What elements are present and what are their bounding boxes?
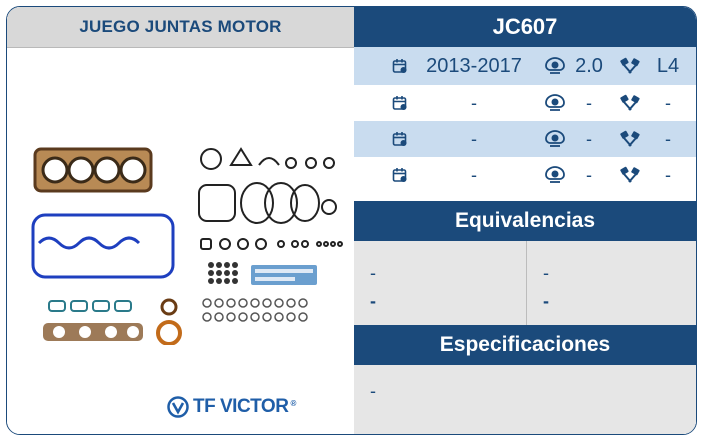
equivalencias-panel: - - - - — [354, 241, 696, 325]
especificaciones-text: - — [370, 381, 376, 401]
valve-cover-gasket — [31, 213, 175, 279]
registered-mark: ® — [290, 398, 296, 408]
pistons-icon — [619, 166, 641, 184]
equivalencia-item: - — [543, 263, 549, 283]
application-displacement: - — [586, 128, 592, 149]
application-displacement: 2.0 — [575, 54, 603, 77]
brand-name: TF VICTOR — [193, 396, 289, 417]
calendar-icon — [392, 167, 408, 183]
application-years: - — [471, 128, 477, 149]
product-card: JUEGO JUNTAS MOTOR — [6, 6, 697, 435]
calendar-icon — [392, 58, 408, 74]
application-row: - - - — [354, 157, 696, 193]
application-years: - — [471, 92, 477, 113]
especificaciones-title: Especificaciones — [354, 325, 696, 365]
calendar-icon — [392, 131, 408, 147]
victor-v-icon — [167, 396, 189, 418]
application-cylinders: - — [665, 164, 671, 185]
equivalencia-item: - — [370, 263, 376, 283]
bolt-clusters — [208, 262, 238, 284]
manifold-gasket — [43, 320, 182, 345]
product-category-title: JUEGO JUNTAS MOTOR — [7, 7, 354, 48]
equivalencias-title: Equivalencias — [354, 201, 696, 241]
product-image-panel: JUEGO JUNTAS MOTOR — [7, 7, 354, 434]
head-gasket — [33, 147, 153, 193]
engine-icon — [544, 56, 566, 76]
equivalencia-item: - — [543, 291, 549, 311]
pistons-icon — [619, 94, 641, 112]
equivalencias-column: - - — [354, 241, 527, 325]
engine-icon — [544, 165, 566, 185]
equivalencia-item: - — [370, 291, 376, 311]
pistons-icon — [619, 130, 641, 148]
application-displacement: - — [586, 164, 592, 185]
application-row: - - - — [354, 85, 696, 121]
engine-icon — [544, 93, 566, 113]
application-row: 2013-2017 2.0 L4 — [354, 47, 696, 85]
engine-icon — [544, 129, 566, 149]
application-years: 2013-2017 — [426, 54, 522, 77]
especificaciones-panel: - — [354, 365, 696, 434]
application-cylinders: - — [665, 92, 671, 113]
tf-victor-logo: TF VICTOR ® — [167, 396, 296, 418]
package-label — [251, 265, 317, 285]
application-row: - - - — [354, 121, 696, 157]
application-cylinders: - — [665, 128, 671, 149]
gasket-set-image — [31, 147, 343, 345]
application-displacement: - — [586, 92, 592, 113]
oring-rows — [202, 298, 308, 322]
misc-gaskets — [198, 147, 343, 250]
calendar-icon — [392, 95, 408, 111]
product-info-panel: JC607 2013-2017 2.0 L4 - - — [354, 7, 696, 434]
part-number: JC607 — [354, 7, 696, 47]
equivalencias-column: - - — [527, 241, 696, 325]
application-cylinders: L4 — [656, 54, 680, 77]
small-gaskets-row — [48, 298, 178, 316]
application-years: - — [471, 164, 477, 185]
pistons-icon — [619, 57, 641, 75]
